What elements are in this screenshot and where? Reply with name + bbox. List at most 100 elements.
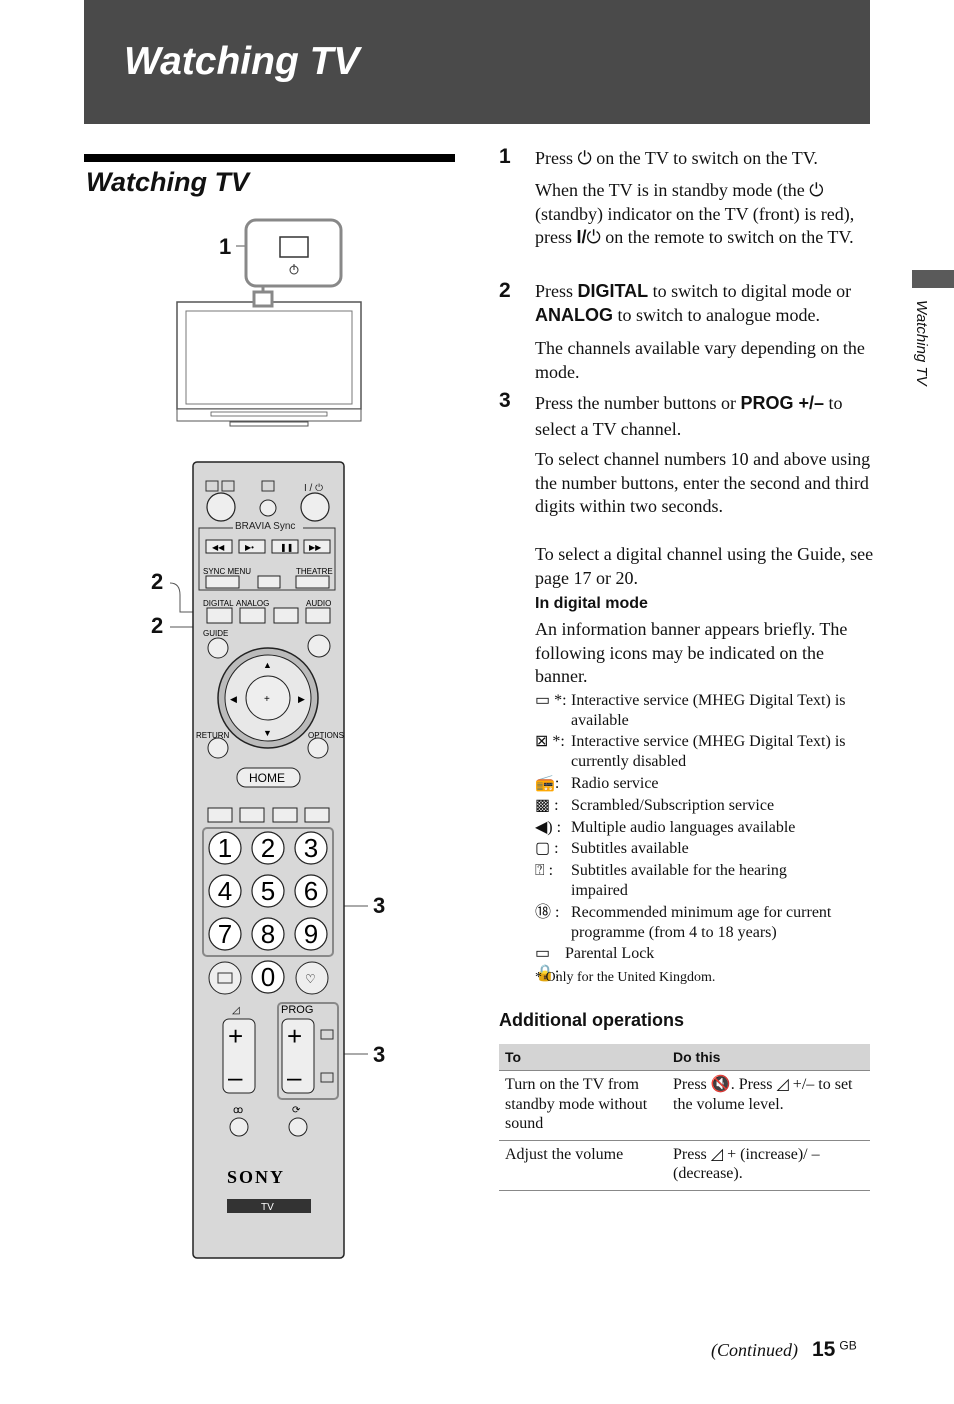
callout-1: 1 [219, 234, 232, 259]
section-rule [84, 154, 455, 162]
table-cell: Press ◿ + (increase)/ – (decrease). [667, 1140, 870, 1191]
icon-row: 📻:Radio service [535, 775, 659, 792]
step-3-guide-note: To select a digital channel using the Gu… [535, 544, 874, 588]
callout-3a: 3 [373, 893, 386, 918]
svg-text:♡: ♡ [305, 972, 316, 986]
digital-mode-heading: In digital mode [535, 595, 648, 612]
icon-row: ⑱ :Recommended minimum age for current p… [535, 904, 832, 941]
step-3-text: Press the number buttons or PROG +/– to … [535, 393, 843, 439]
number-label-9: 9 [304, 919, 318, 949]
standby-icon: ⏻ [809, 180, 824, 200]
footer: (Continued) 15 GB [711, 1338, 857, 1362]
mute-icon: 🔇 [710, 1076, 731, 1093]
svg-text:⟳: ⟳ [292, 1105, 301, 1116]
svg-text:+: + [264, 694, 270, 705]
table-cell: Press 🔇. Press ◿ +/– to set the volume l… [667, 1070, 870, 1141]
side-label: Watching TV [913, 300, 930, 386]
volume-icon: ◿ [776, 1076, 789, 1093]
number-button-0 [251, 960, 285, 994]
digital-mode-intro: An information banner appears briefly. T… [535, 619, 848, 686]
number-label-4: 4 [218, 876, 232, 906]
icon-row: ▩ :Scrambled/Subscription service [535, 797, 775, 814]
callout-3b: 3 [373, 1042, 386, 1067]
svg-text:BRAVIA Sync: BRAVIA Sync [235, 521, 295, 532]
footnote: * Only for the United Kingdom. [535, 970, 716, 985]
age-icon: ⑱ : [535, 904, 560, 921]
svg-text:RETURN: RETURN [196, 731, 230, 740]
volume-icon: ◿ [710, 1145, 724, 1163]
number-button-3 [294, 831, 328, 865]
svg-text:ꝏ: ꝏ [233, 1105, 243, 1116]
tv-remote-illustration: I / ⏻ BRAVIA Sync ◀◀▶• ❚❚▶▶ SYNC MENU TH… [169, 218, 368, 1259]
power-icon: ⏻ [577, 148, 592, 168]
number-label-7: 7 [218, 919, 232, 949]
page-region: GB [839, 1338, 857, 1353]
svg-text:–: – [287, 1062, 302, 1092]
section-title: Watching TV [86, 167, 250, 197]
interactive-icon: ▭ *: [535, 692, 567, 709]
table-cell: Turn on the TV from standby mode without… [499, 1070, 667, 1141]
svg-text:TV: TV [261, 1202, 274, 1213]
hearing-impaired-icon: ⍰ : [535, 862, 554, 879]
svg-text:ANALOG: ANALOG [236, 599, 269, 608]
svg-text:I / ⏻: I / ⏻ [304, 483, 323, 494]
column-header-do-this: Do this [667, 1044, 870, 1071]
step-1-number: 1 [499, 145, 511, 168]
step-1-note: When the TV is in standby mode (the ⏻ (s… [535, 180, 855, 247]
svg-text:❚❚: ❚❚ [280, 543, 293, 552]
number-label-0: 0 [261, 962, 275, 992]
icon-row: ▭🔒:Parental Lock [535, 945, 655, 982]
svg-text:+: + [287, 1021, 302, 1051]
page-title: Watching TV [124, 40, 360, 83]
number-button-4 [208, 874, 242, 908]
svg-text:AUDIO: AUDIO [306, 599, 331, 608]
step-3-note: To select channel numbers 10 and above u… [535, 449, 871, 516]
svg-text:SONY: SONY [227, 1167, 285, 1187]
title-banner: Watching TV [84, 0, 870, 124]
svg-text:OPTIONS: OPTIONS [308, 731, 344, 740]
remote-illustration: I / ⏻ BRAVIA Sync ◀◀▶• ❚❚▶▶ SYNC MENU TH… [192, 461, 345, 1259]
callout-2a: 2 [151, 569, 164, 594]
interactive-disabled-icon: ⊠ *: [535, 733, 565, 750]
icon-row: ◀) :Multiple audio languages available [535, 819, 796, 836]
scrambled-icon: ▩ : [535, 797, 559, 814]
table-header-row: To Do this [499, 1044, 870, 1071]
number-button-1 [208, 831, 242, 865]
number-button-2 [251, 831, 285, 865]
svg-text:◿: ◿ [232, 1005, 240, 1016]
number-button-9 [294, 917, 328, 951]
svg-text:◀◀: ◀◀ [212, 543, 225, 552]
svg-text:+: + [228, 1021, 243, 1051]
icon-row: ⊠ *:Interactive service (MHEG Digital Te… [535, 733, 846, 770]
number-label-1: 1 [218, 833, 232, 863]
number-label-5: 5 [261, 876, 275, 906]
number-button-8 [251, 917, 285, 951]
icon-row: ▢ :Subtitles available [535, 840, 689, 857]
number-label-6: 6 [304, 876, 318, 906]
operations-table: To Do this Turn on the TV from standby m… [499, 1044, 870, 1191]
number-label-8: 8 [261, 919, 275, 949]
parental-lock-icon: ▭🔒: [535, 945, 560, 982]
step-2-number: 2 [499, 279, 511, 302]
side-tab [912, 270, 954, 288]
svg-text:◀: ◀ [230, 694, 237, 704]
svg-text:▶▶: ▶▶ [309, 543, 322, 552]
table-cell: Adjust the volume [499, 1140, 667, 1191]
svg-text:▲: ▲ [263, 660, 272, 670]
svg-text:DIGITAL: DIGITAL [203, 599, 234, 608]
continued-text: (Continued) [711, 1340, 798, 1360]
svg-text:HOME: HOME [249, 771, 285, 785]
table-row: Turn on the TV from standby mode without… [499, 1070, 870, 1141]
step-2-note: The channels available vary depending on… [535, 338, 865, 382]
tv-illustration [176, 218, 362, 427]
svg-text:GUIDE: GUIDE [203, 629, 228, 638]
step-2-text: Press DIGITAL to switch to digital mode … [535, 281, 852, 325]
svg-text:SYNC MENU: SYNC MENU [203, 567, 251, 576]
radio-icon: 📻: [535, 775, 560, 792]
number-button-5 [251, 874, 285, 908]
number-label-2: 2 [261, 833, 275, 863]
number-button-7 [208, 917, 242, 951]
additional-operations-heading: Additional operations [499, 1010, 685, 1030]
svg-text:THEATRE: THEATRE [296, 567, 333, 576]
number-label-3: 3 [304, 833, 318, 863]
